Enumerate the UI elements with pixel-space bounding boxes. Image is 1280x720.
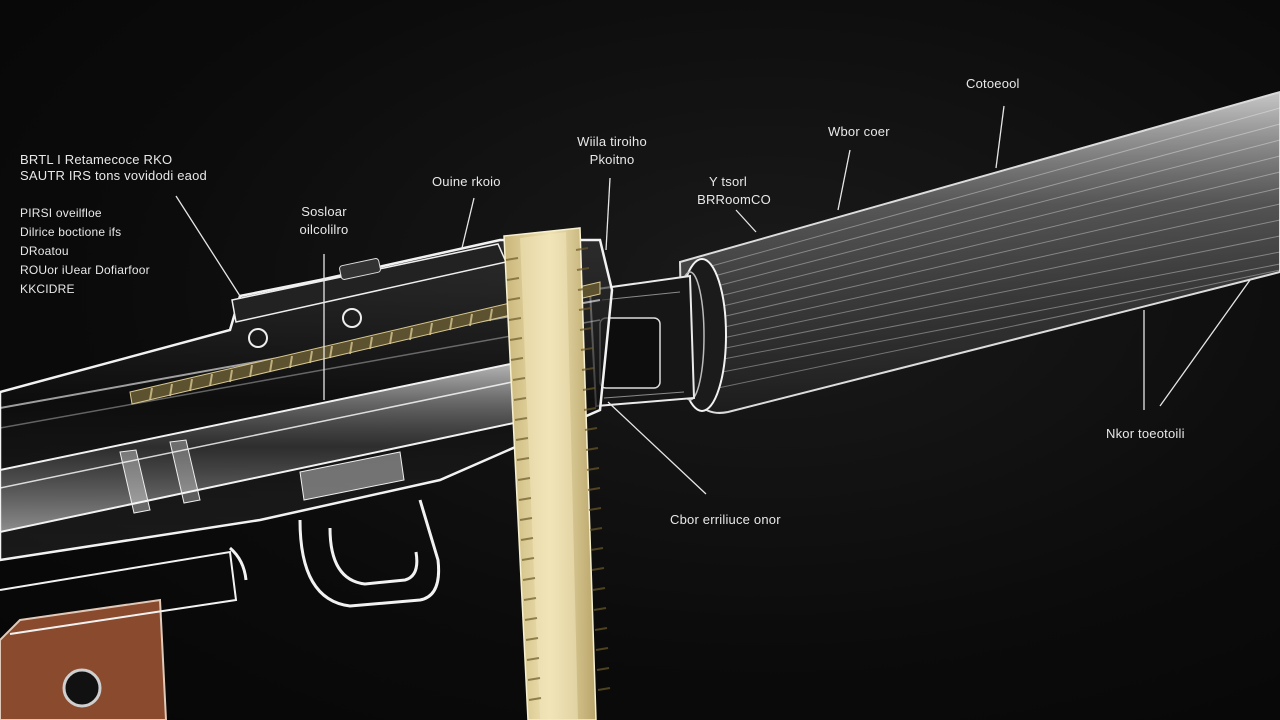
label-left-list-5: KKCIDRE [20,282,75,296]
leader-top4 [735,209,757,233]
label-left-list-1: PIRSI oveilfloe [20,206,102,220]
label-left-block-line1: BRTL I Retamecoce RKO [20,152,173,167]
label-top4-line2: BRRoomCO [697,192,771,207]
label-top5: Wbor coer [828,124,890,139]
leader-right1b [1159,279,1251,407]
leader-top5 [837,149,851,211]
label-top2-line2: oilcolilro [299,222,349,237]
bolt-carrier [0,360,530,534]
label-top1: Ouine rkoio [432,174,501,189]
label-top4-line1: Y tsorl [708,174,747,189]
ammo-belt [503,227,611,720]
leader-bottom1 [607,401,707,495]
leader-left-block [175,195,241,297]
label-left-list-3: DRoatou [20,244,69,258]
trigger-guard [228,499,441,608]
pistol-grip [0,550,238,720]
label-top2-line1: Sosloar [301,204,347,219]
label-left-list-2: Dilrice boctione ifs [20,225,122,239]
label-left-block-line2: SAUTR IRS tons vovidodi eaod [20,168,207,183]
label-top3-line2: Pkoitno [589,152,635,167]
leader-top1 [461,197,475,249]
suppressor [675,90,1280,414]
label-right1: Nkor toeotoili [1106,426,1185,441]
label-left-list-4: ROUor iUear Dofiarfoor [20,263,150,277]
leader-top6 [995,105,1005,169]
leader-top3 [605,177,611,251]
label-top6: Cotoeool [966,76,1020,91]
label-bottom1: Cbor erriliuce onor [670,512,781,527]
label-top3-line1: Wiila tiroiho [577,134,647,149]
leader-lines [175,105,1251,495]
